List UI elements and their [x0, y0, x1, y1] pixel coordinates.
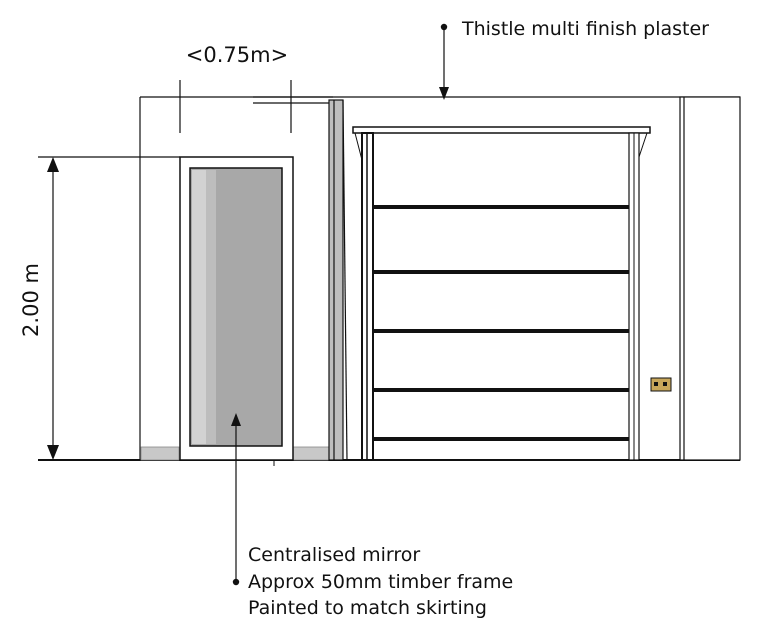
mirror-annotation-line1: Centralised mirror [248, 544, 420, 566]
door-jamb [328, 99, 344, 461]
door-panel [352, 126, 651, 461]
jamb-outer-line [342, 99, 348, 461]
mirror-highlight-2 [206, 170, 216, 444]
door-left-bracket [354, 132, 363, 161]
mirror-annotation-line3: Painted to match skirting [248, 597, 487, 619]
socket-hole-1 [654, 382, 658, 386]
height-dimension-label: 2.00 m [19, 263, 43, 337]
plaster-leader [439, 23, 449, 100]
mirror-highlight [192, 170, 206, 444]
mirror-leader [231, 413, 241, 586]
socket-plate [650, 377, 672, 392]
right-wall-return [679, 96, 741, 461]
plaster-leader-arrow [439, 87, 449, 100]
wall-return [679, 96, 741, 461]
skirting-right [292, 446, 330, 461]
mirror-annotation-line2: Approx 50mm timber frame [248, 571, 513, 593]
height-arrow-top [47, 157, 59, 172]
height-arrow-bottom [47, 445, 59, 460]
mirror-leader-dot [232, 578, 240, 586]
plug-socket [650, 377, 672, 392]
door-architrave [253, 96, 348, 461]
skirting-left [140, 446, 180, 461]
skirting [140, 446, 330, 461]
door-top-rail [352, 126, 651, 134]
mirror [179, 156, 294, 461]
door-rails [373, 205, 629, 441]
mirror-leader-arrow [231, 413, 241, 426]
socket-hole-2 [663, 382, 667, 386]
plaster-annotation: Thistle multi finish plaster [461, 18, 709, 40]
width-dimension [179, 80, 292, 133]
width-dimension-label: <0.75m> [186, 43, 288, 67]
height-dimension [38, 156, 180, 460]
